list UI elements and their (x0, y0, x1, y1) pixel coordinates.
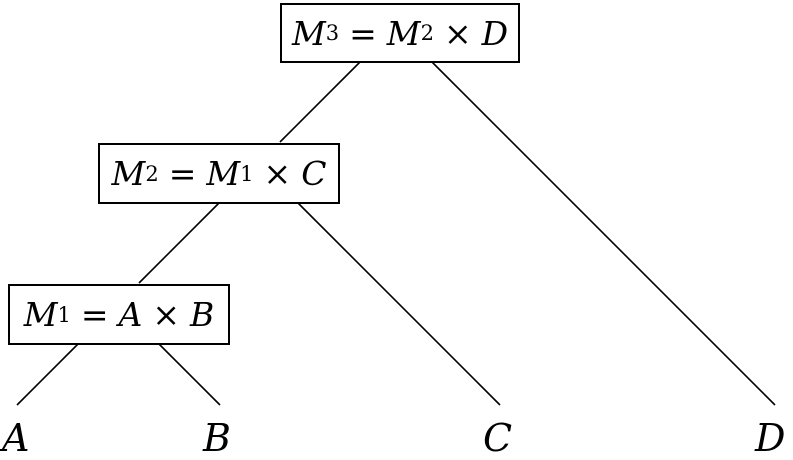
edge-m1-a (16, 343, 79, 406)
node-m3-b: D (481, 13, 509, 53)
leaf-a: A (2, 416, 30, 460)
node-m3-a: M (386, 13, 421, 53)
node-m1-b: B (190, 295, 215, 334)
leaf-b: B (203, 416, 231, 460)
node-m3-lhs: M (291, 13, 326, 53)
node-m2-lhs-sub: 2 (145, 161, 159, 186)
node-m1-lhs: M (23, 295, 58, 334)
edge-m3-d (431, 61, 776, 406)
node-m2-eq: = (168, 154, 197, 193)
leaf-c: C (483, 416, 513, 460)
edge-m3-m2 (279, 61, 361, 143)
node-m1-op: × (152, 295, 181, 334)
node-m1-eq: = (80, 295, 109, 334)
node-m2-b: C (301, 154, 327, 193)
node-m2-op: × (263, 154, 292, 193)
leaf-d: D (755, 416, 786, 460)
node-m1-a: A (118, 295, 143, 334)
node-m2-lhs: M (111, 154, 146, 193)
node-m3-a-sub: 2 (420, 21, 434, 45)
edge-m2-m1 (138, 202, 220, 284)
edge-m1-b (158, 343, 221, 406)
node-m2-a: M (206, 154, 241, 193)
edge-m2-c (297, 202, 501, 406)
node-m1-lhs-sub: 1 (57, 302, 71, 327)
node-m3-op: × (443, 13, 472, 53)
node-m2-a-sub: 1 (240, 161, 254, 186)
node-m3-lhs-sub: 3 (325, 21, 340, 45)
node-m3-eq: = (349, 13, 377, 53)
